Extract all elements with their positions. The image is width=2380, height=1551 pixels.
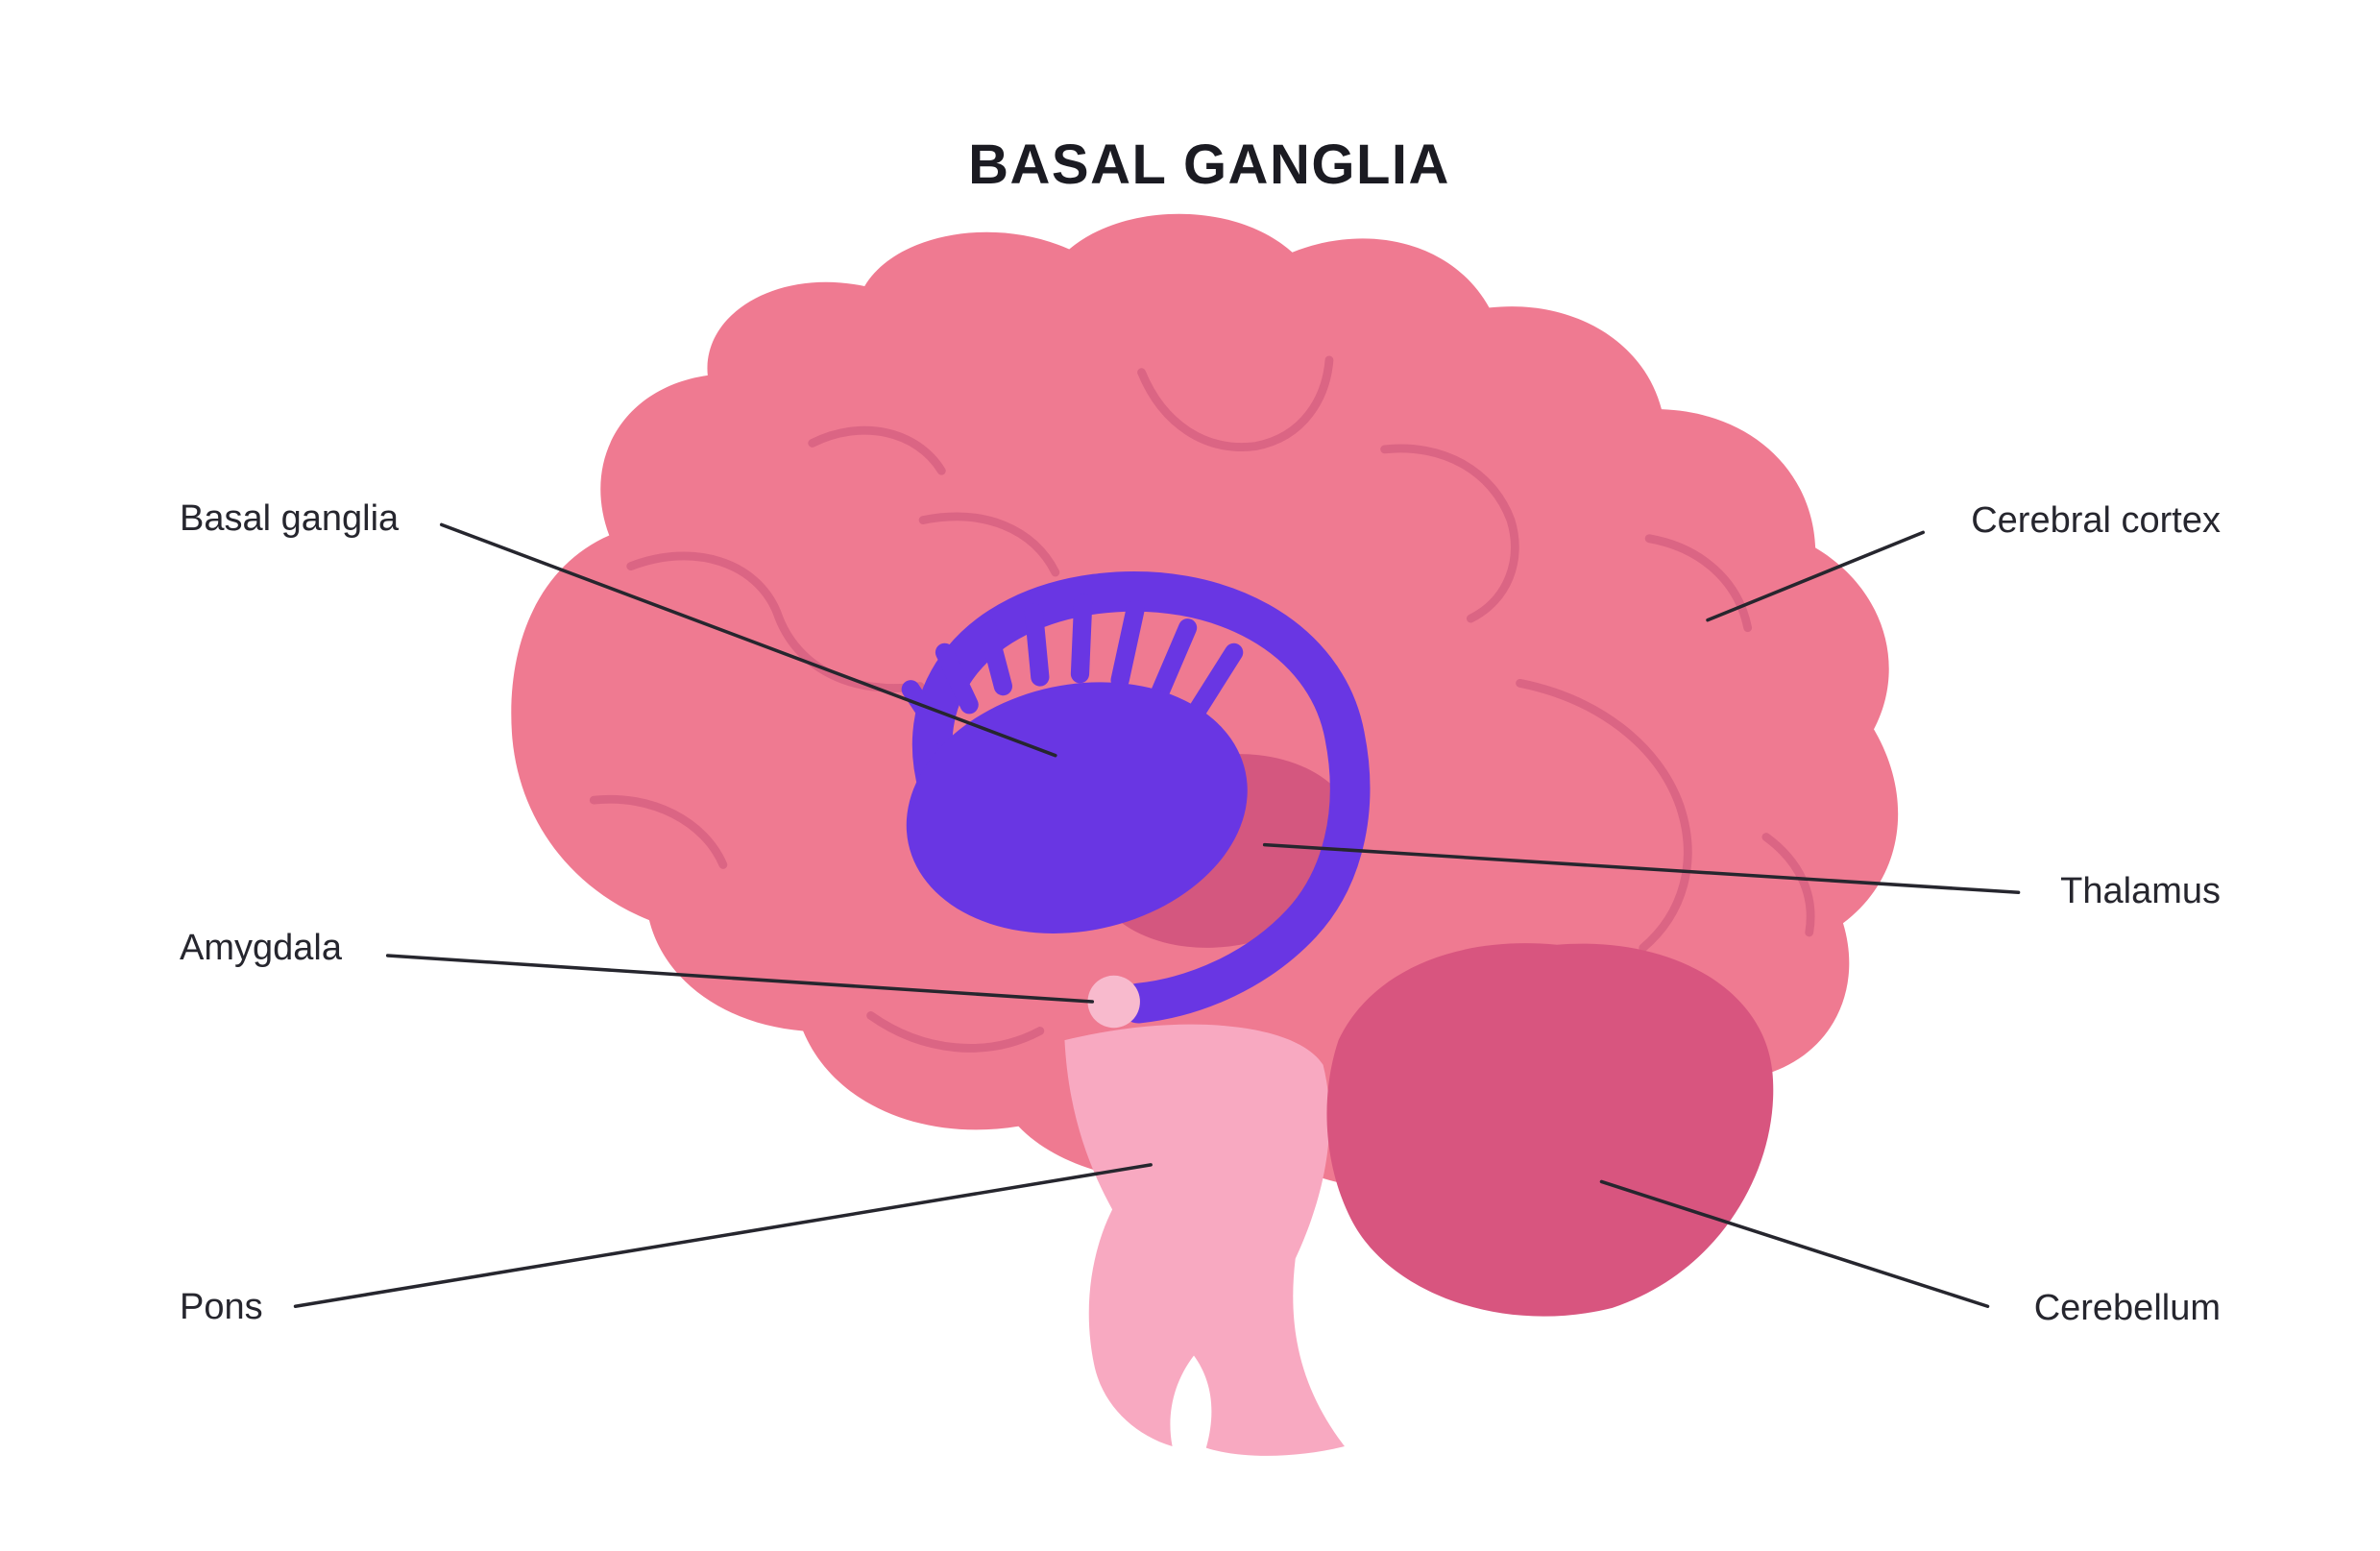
sulcus-line [866,1011,1045,1053]
label-thalamus: Thalamus [2060,871,2221,911]
internal-capsule-spoke [1110,599,1145,690]
label-basal-ganglia: Basal ganglia [180,498,400,539]
pointer-line-cerebral-cortex [1706,530,1926,622]
internal-capsule-spoke [1151,618,1198,702]
internal-capsule-spoke [1024,603,1050,687]
basal-ganglia-body [906,682,1248,933]
internal-capsule-spoke [978,618,1012,696]
pointer-line-basal-ganglia [439,522,1057,758]
sulcus-line [589,794,728,869]
pointer-lines [293,522,2021,1309]
pointer-line-pons [293,1163,1153,1309]
pointer-line-thalamus [1262,842,2021,895]
pointer-line-amygdala [385,954,1095,1004]
cerebellum-shape [1326,943,1774,1317]
internal-capsule-spoke [1187,642,1244,720]
internal-capsule-spokes [901,594,1244,745]
internal-capsule-spoke [935,642,979,715]
pointer-line-cerebellum [1599,1179,1990,1309]
diagram-title: BASAL GANGLIA [968,133,1450,196]
internal-capsule-spoke [901,680,951,745]
label-cerebellum: Cerebellum [2033,1288,2221,1328]
label-cerebral-cortex: Cerebral cortex [1971,500,2221,541]
amygdala-shape [1087,975,1140,1029]
label-pons: Pons [180,1287,263,1327]
sulcus-line [1516,678,1692,953]
sulcus-line [808,425,946,475]
sulcus-line [918,512,1060,577]
label-amygdala: Amygdala [180,928,342,968]
brainstem-shape [1064,1024,1345,1456]
sulcus-line [1137,355,1334,451]
internal-capsule-spoke [1070,594,1093,684]
sulcus-line [1644,534,1753,633]
basal-ganglia-group [901,571,1371,1024]
sulcus-line [1380,444,1519,623]
